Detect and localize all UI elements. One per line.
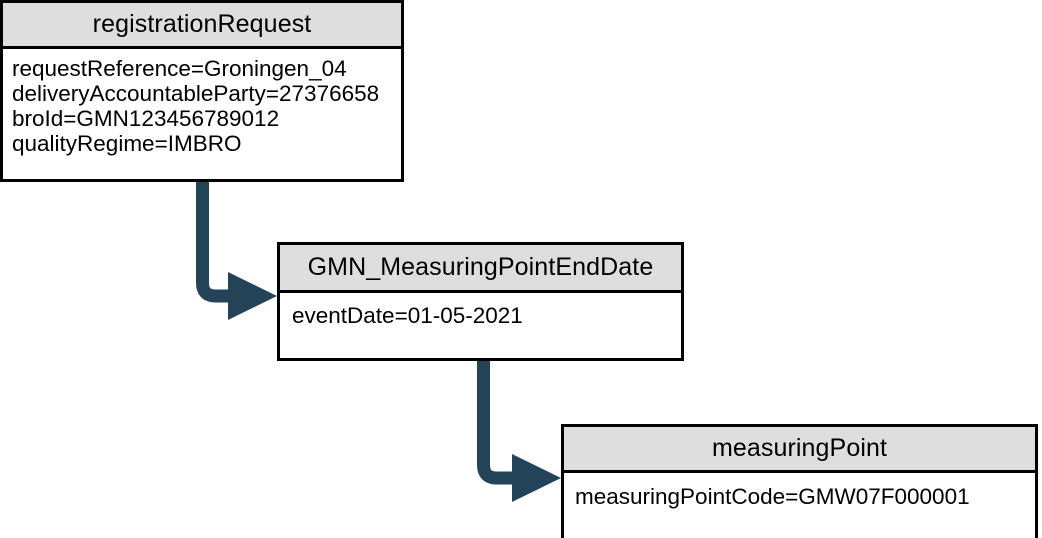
object-attributes-measuring-point: measuringPointCode=GMW07F000001: [564, 473, 1035, 538]
connector-registration-request-to-measuring-point-end-date: [196, 181, 277, 320]
object-box-gmn-measuring-point-end-date[interactable]: GMN_MeasuringPointEndDate eventDate=01-0…: [277, 242, 684, 361]
object-attributes-registration-request: requestReference=Groningen_04 deliveryAc…: [3, 49, 401, 179]
object-box-registration-request[interactable]: registrationRequest requestReference=Gro…: [0, 0, 404, 182]
attribute-row: broId=GMN123456789012: [12, 106, 280, 131]
object-title-gmn-measuring-point-end-date: GMN_MeasuringPointEndDate: [280, 245, 681, 293]
object-attributes-gmn-measuring-point-end-date: eventDate=01-05-2021: [280, 293, 681, 358]
connector-measuring-point-end-date-to-measuring-point: [477, 360, 561, 502]
attribute-row: qualityRegime=IMBRO: [12, 131, 242, 156]
attribute-row: requestReference=Groningen_04: [12, 56, 347, 81]
object-box-measuring-point[interactable]: measuringPoint measuringPointCode=GMW07F…: [561, 424, 1038, 538]
object-title-registration-request: registrationRequest: [3, 3, 401, 49]
object-title-measuring-point: measuringPoint: [564, 427, 1035, 473]
attribute-row: measuringPointCode=GMW07F000001: [575, 484, 970, 509]
attribute-row: eventDate=01-05-2021: [292, 303, 523, 328]
attribute-row: deliveryAccountableParty=27376658: [12, 81, 380, 106]
